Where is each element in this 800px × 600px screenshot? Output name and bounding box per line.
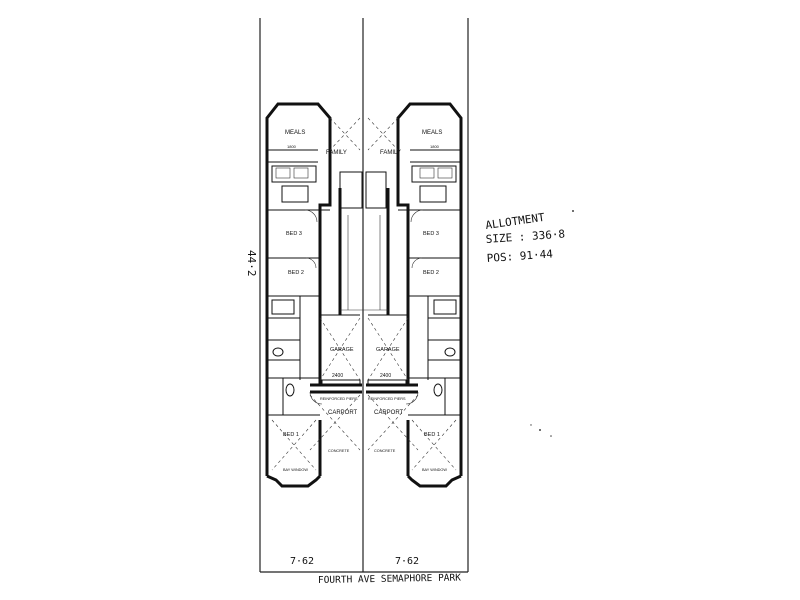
left-garage-label: GARAGE: [330, 347, 354, 353]
frontage-left-label: 7·62: [290, 556, 314, 567]
right-bed1-label: BED 1: [424, 432, 440, 438]
frontage-right-label: 7·62: [395, 556, 419, 567]
left-bed1-label: BED 1: [283, 432, 299, 438]
right-concrete-label: CONCRETE: [374, 449, 396, 453]
left-bay-window-label: BAY WINDOW: [283, 468, 308, 472]
central-passage: [339, 171, 388, 311]
left-door-dimension: 2400: [332, 373, 343, 379]
side-dimension-label: 44·2: [245, 250, 258, 277]
right-unit-rooms: [367, 117, 461, 471]
right-door-dimension: 2400: [380, 373, 391, 379]
left-carport-label: CARPORT: [328, 410, 358, 416]
left-bed3-label: BED 3: [286, 231, 302, 237]
right-top-dimension: 1800: [430, 144, 440, 149]
left-concrete-label: CONCRETE: [328, 449, 350, 453]
right-meals-label: MEALS: [422, 130, 442, 136]
right-carport-label: CARPORT: [374, 410, 404, 416]
left-family-label: FAMILY: [326, 150, 347, 156]
street-label: FOURTH AVE SEMAPHORE PARK: [318, 573, 461, 586]
right-bed2-label: BED 2: [423, 270, 439, 276]
left-meals-label: MEALS: [285, 130, 305, 136]
right-unit-outline: [366, 102, 463, 488]
left-top-dimension: 1800: [287, 144, 297, 149]
pos-label: POS: 91·44: [486, 247, 553, 265]
right-reinforced-piers-label: REINFORCED PIERS: [368, 397, 406, 401]
right-garage-label: GARAGE: [376, 347, 400, 353]
allotment-size-label: SIZE : 336·8: [485, 227, 565, 246]
allotment-boundary: [259, 18, 469, 573]
left-unit-rooms: [267, 117, 361, 471]
left-bed2-label: BED 2: [288, 270, 304, 276]
right-bed3-label: BED 3: [423, 231, 439, 237]
left-unit-outline: [265, 102, 362, 488]
scan-marks: [530, 210, 574, 437]
left-reinforced-piers-label: REINFORCED PIERS: [320, 397, 358, 401]
right-family-label: FAMILY: [380, 150, 401, 156]
right-bay-window-label: BAY WINDOW: [422, 468, 447, 472]
